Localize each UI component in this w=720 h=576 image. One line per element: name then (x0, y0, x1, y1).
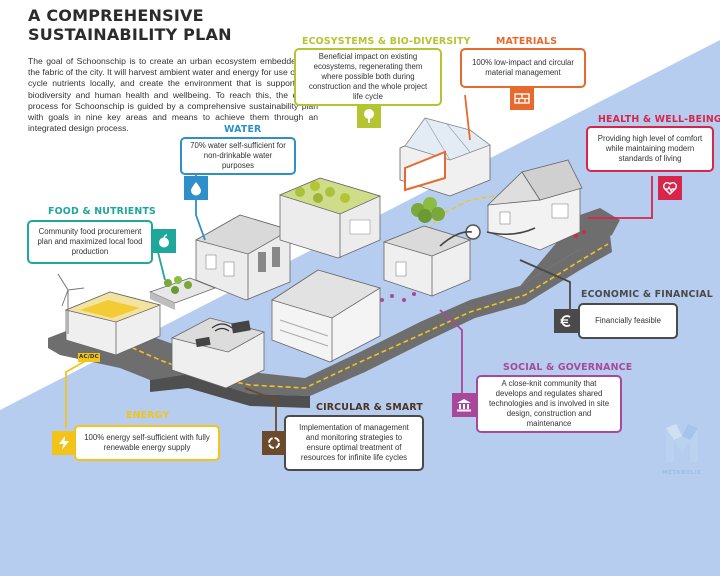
materials-box: 100% low-impact and circular material ma… (460, 48, 586, 88)
materials-label: MATERIALS (496, 36, 558, 47)
acdc-tag: AC/DC (79, 354, 99, 360)
building-green-roof (278, 177, 382, 259)
apple-icon (152, 229, 176, 253)
people (380, 230, 586, 302)
trees (411, 197, 445, 223)
water-label: WATER (224, 124, 262, 135)
circular-box: Implementation of management and monitor… (284, 415, 424, 471)
lightning-icon (52, 431, 76, 455)
building-smart (170, 317, 266, 389)
building-greenhouse (399, 117, 491, 197)
metabolic-logo-text: METABOLIC (662, 470, 702, 476)
social-box: A close-knit community that develops and… (476, 375, 622, 433)
acdc-tag-box (78, 353, 100, 362)
building-solar-left (64, 291, 162, 356)
health-label: HEALTH & WELL-BEING (598, 114, 720, 125)
social-label: SOCIAL & GOVERNANCE (503, 362, 633, 373)
intro-paragraph: The goal of Schoonschip is to create an … (28, 56, 318, 134)
wind-turbine (57, 273, 85, 334)
health-box: Providing high level of comfort while ma… (586, 126, 714, 172)
euro-icon (554, 309, 578, 333)
ecosystems-label: ECOSYSTEMS & BIO-DIVERSITY (302, 36, 471, 47)
food-box: Community food procurement plan and maxi… (27, 220, 153, 264)
tree-icon (357, 104, 381, 128)
food-planter (148, 276, 217, 310)
metabolic-logo: METABOLIC (662, 422, 702, 476)
flow-arrow (439, 227, 536, 247)
brick-icon (510, 86, 534, 110)
building-health (486, 159, 583, 251)
building-water (194, 214, 292, 301)
economic-box: Financially feasible (578, 303, 678, 339)
heart-pulse-icon (658, 176, 682, 200)
water-box: 70% water self-sufficient for non-drinka… (180, 137, 296, 175)
building-large-center (271, 269, 381, 363)
water-drop-icon (184, 176, 208, 200)
economic-label: ECONOMIC & FINANCIAL (581, 289, 713, 300)
institution-icon (452, 393, 476, 417)
circular-label: CIRCULAR & SMART (316, 402, 423, 413)
page-title: A COMPREHENSIVE SUSTAINABILITY PLAN (28, 6, 232, 44)
cycle-icon (262, 431, 286, 455)
building-middle (382, 225, 472, 297)
food-label: FOOD & NUTRIENTS (48, 206, 156, 217)
ecosystems-box: Beneficial impact on existing ecosystems… (294, 48, 442, 106)
energy-label: ENERGY (126, 410, 170, 421)
energy-box: 100% energy self-sufficient with fully r… (74, 425, 220, 461)
energy-path (69, 243, 609, 389)
